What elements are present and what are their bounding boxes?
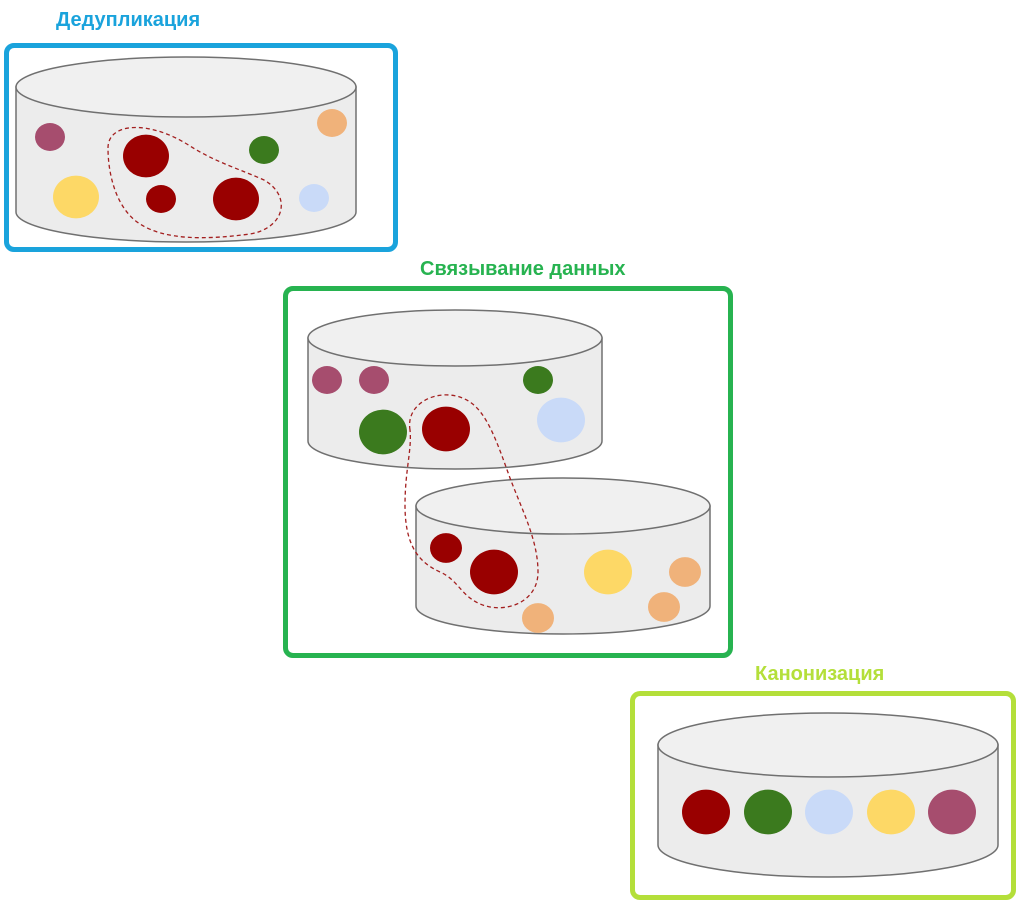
linkage-b-matched-record-1 <box>430 533 462 563</box>
linkage-b-record-orange-3 <box>522 603 554 633</box>
deduplication-frame <box>4 43 398 252</box>
canon-record-light-blue <box>805 789 853 835</box>
canon-cylinder-top <box>657 712 999 778</box>
dedup-duplicate-record-1 <box>123 134 169 178</box>
linkage-a-record-purple-1 <box>312 366 342 394</box>
canon-record-purple <box>928 789 976 835</box>
canonicalization-title: Канонизация <box>755 663 885 685</box>
linkage-matched-cluster-outline <box>404 394 539 609</box>
data-linkage-frame <box>283 286 733 658</box>
dedup-cylinder-body <box>15 86 357 243</box>
dedup-record-green <box>249 136 279 164</box>
dedup-duplicate-record-3 <box>213 177 259 221</box>
linkage-a-record-green-small <box>523 366 553 394</box>
canon-record-dark-red <box>682 789 730 835</box>
canon-record-green <box>744 789 792 835</box>
data-linkage-title: Связывание данных <box>420 258 626 280</box>
dedup-duplicate-cluster-outline <box>107 126 282 239</box>
dedup-cylinder-top <box>15 56 357 118</box>
canon-record-yellow <box>867 789 915 835</box>
linkage-b-record-yellow <box>584 549 632 595</box>
dedup-record-purple <box>35 123 65 151</box>
dedup-record-yellow <box>53 175 99 219</box>
linkage-source-cylinder-a-top <box>307 309 603 367</box>
linkage-b-record-orange-1 <box>669 557 701 587</box>
canonicalization-frame <box>630 691 1016 900</box>
linkage-source-cylinder-b-top <box>415 477 711 535</box>
linkage-a-matched-record <box>422 406 470 452</box>
linkage-a-record-green-large <box>359 409 407 455</box>
linkage-b-record-orange-2 <box>648 592 680 622</box>
dedup-duplicate-record-2 <box>146 185 176 213</box>
deduplication-title: Дедупликация <box>56 9 201 31</box>
linkage-a-record-light-blue <box>537 397 585 443</box>
linkage-b-matched-record-2 <box>470 549 518 595</box>
linkage-source-cylinder-b-body <box>415 505 711 635</box>
dedup-record-orange <box>317 109 347 137</box>
dedup-record-light-blue <box>299 184 329 212</box>
linkage-a-record-purple-2 <box>359 366 389 394</box>
